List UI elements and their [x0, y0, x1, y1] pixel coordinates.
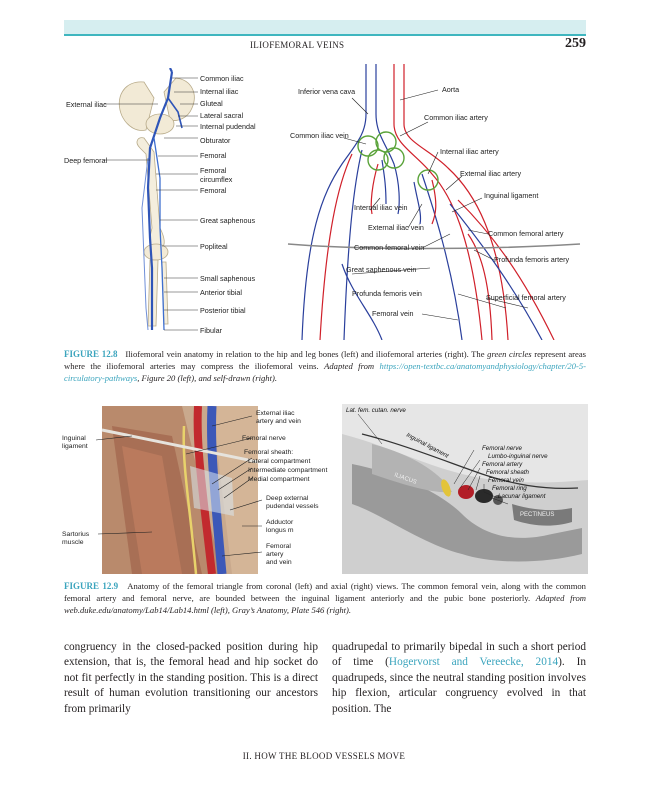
- right-label-internal-iliac-artery: Internal iliac artery: [440, 147, 499, 156]
- left-label-external-iliac: External iliac: [66, 100, 107, 109]
- coronal-label-13: Sartorius: [62, 531, 90, 538]
- coronal-label-5: Femoral sheath:: [244, 449, 293, 456]
- caption-12-8-text-a: Iliofemoral vein anatomy in relation to …: [125, 349, 488, 359]
- left-label-11: Popliteal: [200, 242, 228, 251]
- coronal-label-16: artery: [266, 551, 284, 558]
- figure-12-8-caption: FIGURE 12.8 Iliofemoral vein anatomy in …: [64, 348, 586, 384]
- coronal-label-9: Deep external: [266, 495, 309, 502]
- left-label-4: Internal pudendal: [200, 122, 256, 131]
- right-label-aorta: Aorta: [442, 85, 459, 94]
- caption-12-9-italic: Adapted from web.duke.edu/anatomy/Lab14/…: [64, 593, 586, 615]
- right-label-external-iliac-vein: External iliac vein: [368, 223, 424, 232]
- citation-link[interactable]: Hogervorst and Vereecke, 2014: [388, 656, 559, 669]
- coronal-label-15: Femoral: [266, 543, 291, 550]
- right-label-profunda-femoris-vein: Profunda femoris vein: [352, 289, 422, 298]
- coronal-label-3: ligament: [62, 443, 88, 450]
- axial-label-5: Femoral sheath: [486, 469, 530, 476]
- coronal-label-0: External iliac: [256, 410, 295, 417]
- axial-label-7: Femoral ring: [492, 485, 527, 492]
- coronal-label-17: and vein: [266, 559, 292, 566]
- caption-12-8-link[interactable]: https://open-textbc.ca/anatomyandphysiol…: [64, 361, 586, 383]
- left-label-9: Femoral: [200, 186, 227, 195]
- figure-12-9-right: Lat. fem. cutan. nerve Inguinal ligament…: [342, 404, 588, 574]
- coronal-label-7: Intermediate compartment: [248, 467, 327, 474]
- page-number: 259: [565, 36, 586, 51]
- left-label-10: Great saphenous: [200, 216, 256, 225]
- left-label-14: Posterior tibial: [200, 306, 246, 315]
- figure-12-9-left: External iliac artery and vein Inguinal …: [62, 405, 338, 575]
- coronal-label-10: pudendal vessels: [266, 503, 319, 510]
- caption-12-8-text-b: represent areas where the iliofemoral ar…: [64, 349, 586, 371]
- axial-label-4: Femoral artery: [482, 461, 523, 468]
- caption-12-8-italic-c: , Figure 20 (left), and self-drawn (righ…: [137, 373, 277, 383]
- figure-12-8-label: FIGURE 12.8: [64, 349, 118, 359]
- left-label-2: Gluteal: [200, 99, 223, 108]
- caption-12-8-italic-b: Adapted from: [324, 361, 380, 371]
- axial-label-8: Lacunar ligament: [498, 493, 546, 500]
- right-label-superficial-femoral-artery: Superficial femoral artery: [486, 293, 566, 302]
- figure-12-8-right: Inferior vena cava Aorta Common iliac ar…: [282, 64, 586, 341]
- caption-12-8-italic-a: green circles: [487, 349, 532, 359]
- coronal-label-6: Lateral compartment: [248, 458, 310, 465]
- left-label-3: Lateral sacral: [200, 111, 244, 120]
- axial-label-2: Femoral nerve: [482, 445, 522, 452]
- right-label-external-iliac-artery: External iliac artery: [460, 169, 522, 178]
- femoral-triangle-coronal-illustration: External iliac artery and vein Inguinal …: [62, 405, 327, 575]
- left-label-0: Common iliac: [200, 74, 244, 83]
- left-label-6: Femoral: [200, 151, 227, 160]
- axial-label-6: Femoral vein: [488, 477, 524, 484]
- top-color-band: [64, 20, 586, 34]
- figure-12-9-label: FIGURE 12.9: [64, 581, 119, 591]
- figure-12-9-caption: FIGURE 12.9 Anatomy of the femoral trian…: [64, 580, 586, 616]
- coronal-label-8: Medial compartment: [248, 476, 310, 483]
- iliofemoral-vessel-diagram: Inferior vena cava Aorta Common iliac ar…: [287, 64, 581, 341]
- right-label-ivc: Inferior vena cava: [298, 87, 355, 96]
- right-label-internal-iliac-vein: Internal iliac vein: [354, 203, 408, 212]
- caption-12-9-text: Anatomy of the femoral triangle from cor…: [64, 581, 586, 603]
- left-label-1: Internal iliac: [200, 87, 239, 96]
- running-head: ILIOFEMORAL VEINS: [250, 40, 345, 50]
- top-rule-line: [64, 34, 586, 36]
- left-label-5: Obturator: [200, 136, 231, 145]
- left-label-deep-femoral: Deep femoral: [64, 156, 108, 165]
- left-label-15: Fibular: [200, 326, 223, 335]
- coronal-label-1: artery and vein: [256, 418, 301, 425]
- right-label-femoral-vein: Femoral vein: [372, 309, 414, 318]
- axial-label-3: Lumbo-inguinal nerve: [488, 453, 548, 460]
- right-label-common-iliac-vein: Common iliac vein: [290, 131, 349, 140]
- right-label-common-iliac-artery: Common iliac artery: [424, 113, 488, 122]
- right-label-great-saphenous-vein: Great saphenous vein: [346, 265, 416, 274]
- axial-label-0: Lat. fem. cutan. nerve: [346, 407, 406, 414]
- body-column-right: quadrupedal to primarily bipedal in such…: [332, 640, 586, 717]
- page-footer: II. HOW THE BLOOD VESSELS MOVE: [242, 751, 406, 761]
- body-column-left: congruency in the closed-packed position…: [64, 641, 318, 715]
- right-label-common-femoral-artery: Common femoral artery: [488, 229, 564, 238]
- coronal-label-14: muscle: [62, 539, 84, 546]
- left-label-13: Anterior tibial: [200, 288, 242, 297]
- coronal-label-2: Inguinal: [62, 435, 86, 442]
- right-label-profunda-femoris-artery: Profunda femoris artery: [494, 255, 570, 264]
- femoral-triangle-axial-illustration: Lat. fem. cutan. nerve Inguinal ligament…: [342, 404, 588, 574]
- coronal-label-4: Femoral nerve: [242, 435, 286, 442]
- right-label-inguinal-ligament: Inguinal ligament: [484, 191, 538, 200]
- figure-12-8-left: Common iliac Internal iliac Gluteal Late…: [64, 67, 274, 340]
- coronal-label-12: longus m: [266, 527, 294, 534]
- body-col2-text-b: ). In quadrupeds, since the neutral stan…: [332, 656, 586, 715]
- skeleton-vein-illustration: Common iliac Internal iliac Gluteal Late…: [64, 67, 256, 335]
- left-label-7: Femoral: [200, 166, 227, 175]
- body-col2-text-a: quadrupedal to primarily bipedal in such…: [332, 641, 586, 669]
- coronal-label-11: Adductor: [266, 519, 294, 526]
- left-label-12: Small saphenous: [200, 274, 256, 283]
- left-label-8: circumflex: [200, 175, 233, 184]
- axial-muscle-pectineus: PECTINEUS: [520, 512, 554, 518]
- right-label-common-femoral-vein: Common femoral vein: [354, 243, 424, 252]
